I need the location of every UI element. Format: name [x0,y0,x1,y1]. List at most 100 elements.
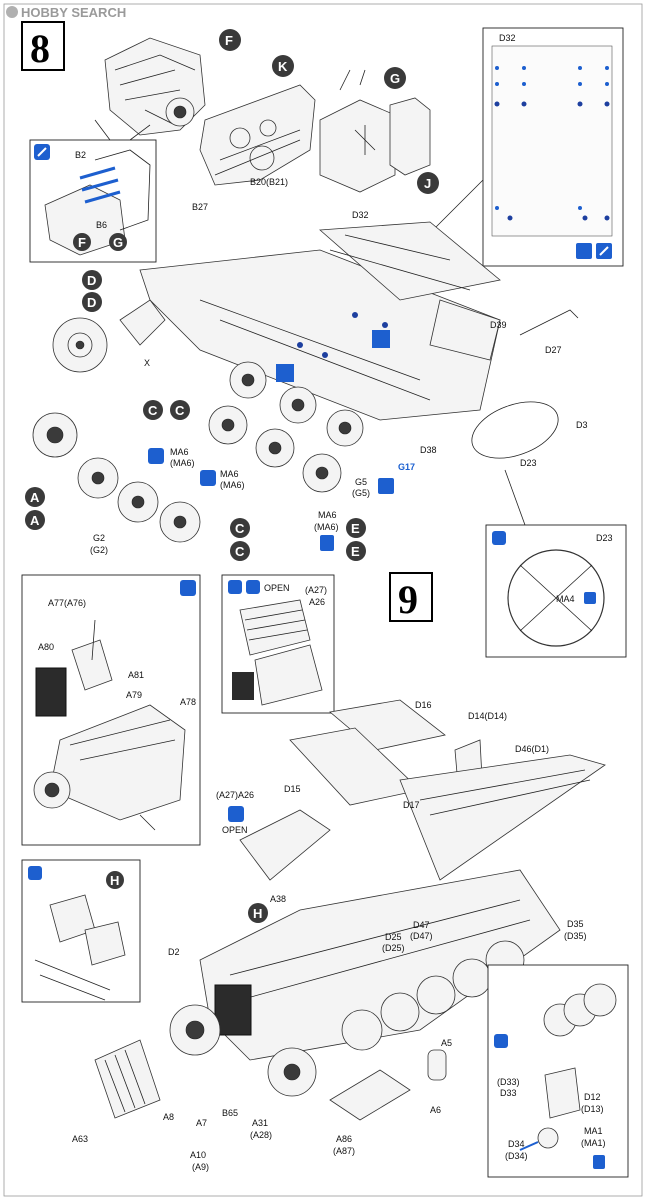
label-A80: A80 [38,642,54,652]
label-MA6-a: MA6 [170,447,189,457]
callout-C-b [170,400,190,420]
label-D33: D33 [500,1088,517,1098]
glue-icon-7 [494,1034,508,1048]
marker-icon-b [276,364,294,382]
callout-C-a [143,400,163,420]
label-D17: D17 [403,800,420,810]
label-A7: A7 [196,1118,207,1128]
callout-G-inset [109,233,127,251]
callout-D-label: D [87,273,96,288]
callout-A-mirror [25,510,45,530]
callout-E-mirror-label: E [351,544,360,559]
callout-E-label: E [351,521,360,536]
step-8: 8 F K G J [21,21,627,658]
halftrack-hull [139,221,501,421]
watermark-text: HOBBY SEARCH [21,5,126,20]
label-MA6-c: MA6 [318,510,337,520]
label-A38: A38 [270,894,286,904]
part-D27 [519,309,579,336]
road-wheels-lower [32,412,201,543]
marker-icon-a [372,330,390,348]
callout-H [248,903,268,923]
label-A63: A63 [72,1134,88,1144]
label-D13: (D13) [581,1104,604,1114]
label-D2: D2 [168,947,180,957]
label-A26-a: A26 [309,597,325,607]
glue-icon-6 [28,866,42,880]
callout-D-mirror [82,292,102,312]
label-B20: B20(B21) [250,177,288,187]
label-G17: G17 [398,462,415,472]
engine-assembly [104,37,206,136]
detail-inset-suspension [487,964,629,1178]
label-D16: D16 [415,700,432,710]
glue-icon-5 [228,580,242,594]
label-A26-b: (A27)A26 [216,790,254,800]
label-D14: D14(D14) [468,711,507,721]
callout-D [82,270,102,290]
label-D23-inset: D23 [596,533,613,543]
label-B27: B27 [192,202,208,212]
part-D23-ring [471,401,559,459]
callout-F-inset-label: F [78,235,86,250]
step-8-number: 8 [30,26,50,71]
label-D47-paren: (D47) [410,931,433,941]
step-9-box [389,572,433,622]
label-D32-inset: D32 [499,33,516,43]
label-D12: D12 [584,1092,601,1102]
label-G2-paren: (G2) [90,545,108,555]
label-A28: (A28) [250,1130,272,1140]
label-A78: A78 [180,697,196,707]
fit-icon [378,478,394,494]
callout-H-inset-label: H [110,873,119,888]
glue-drop-icon-3 [593,1155,605,1169]
callout-C-d-label: C [235,544,245,559]
label-MA1-paren: (MA1) [581,1138,606,1148]
glue-drop-icon-2 [584,592,596,604]
step-9-number: 9 [398,577,418,622]
label-D35-paren: (D35) [564,931,587,941]
front-wheel-assembly [52,299,166,373]
label-G5: G5 [355,477,367,487]
callout-E [346,518,366,538]
label-D47: D47 [413,920,430,930]
label-G2: G2 [93,533,105,543]
label-MA6-b-paren: (MA6) [220,480,245,490]
label-B2: B2 [75,150,86,160]
label-D46: D46(D1) [515,744,549,754]
callout-D-mirror-label: D [87,295,96,310]
glue-icon-3 [492,531,506,545]
label-A87: (A87) [333,1146,355,1156]
label-D39: D39 [490,320,507,330]
label-MA6-b: MA6 [220,469,239,479]
part-A86-fender [329,1069,411,1121]
part-A5-A6 [427,1049,447,1081]
page-border [3,3,643,1197]
label-A8: A8 [163,1112,174,1122]
fit-icon-3 [228,806,244,822]
label-D3: D3 [576,420,588,430]
fit-icon-2 [246,580,260,594]
label-A6: A6 [430,1105,441,1115]
callout-H-inset [106,871,124,889]
label-A27-a: (A27) [305,585,327,595]
glue-icon-4 [180,580,196,596]
label-D34: D34 [508,1139,525,1149]
callout-K-label: K [278,59,288,74]
label-D23: D23 [520,458,537,468]
detail-inset-D32 [482,27,624,267]
label-open-2: OPEN [222,825,248,835]
detail-inset-hood-open [221,574,335,714]
step-9: 9 A77(A76) A80 A81 A79 A78 OPEN (A2 [21,572,629,1178]
orient-icon-b [200,470,216,486]
label-MA4: MA4 [556,594,575,604]
callout-A-mirror-label: A [30,513,40,528]
callout-A [25,487,45,507]
callout-C-c [230,518,250,538]
label-D38: D38 [420,445,437,455]
watermark-logo: HOBBY SEARCH [6,5,126,20]
fill-icon [576,243,592,259]
dashboard-part [199,84,316,186]
callout-F-engine [219,29,241,51]
